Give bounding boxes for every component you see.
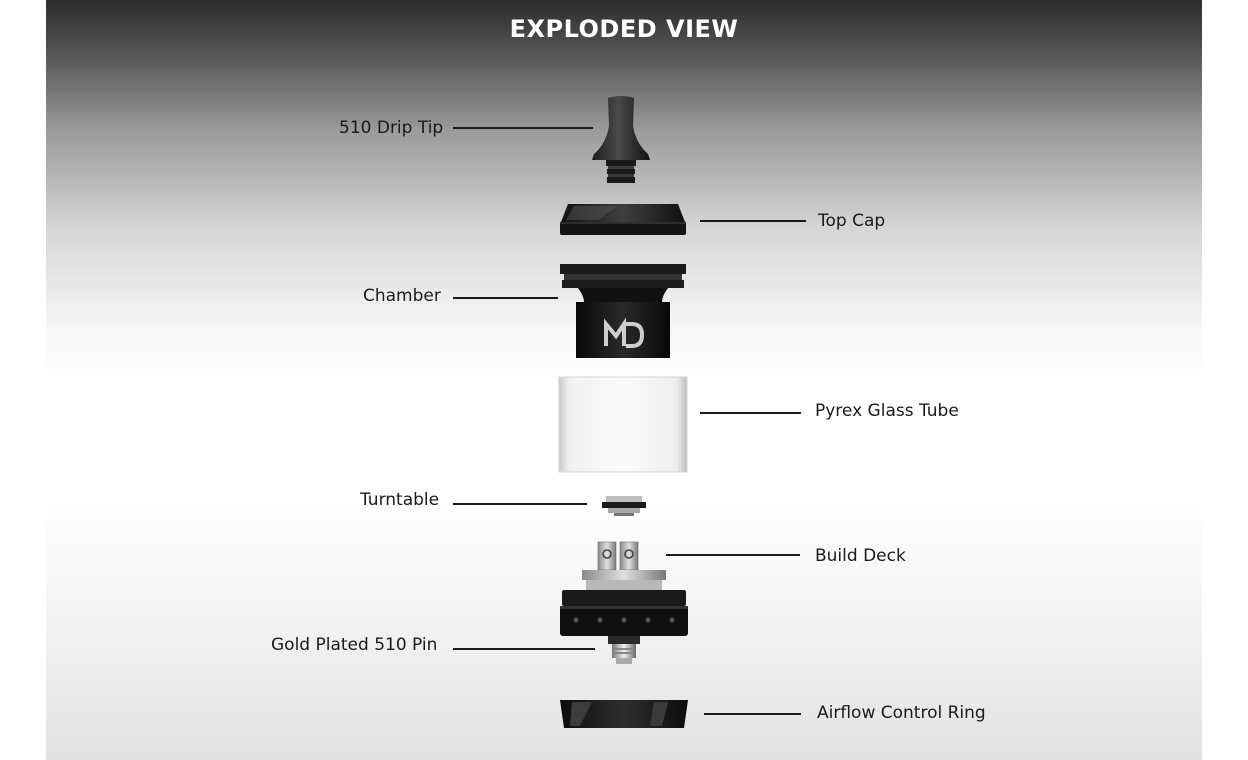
label-airflow-ring: Airflow Control Ring xyxy=(817,703,986,723)
label-chamber: Chamber xyxy=(363,286,441,306)
leader-chamber xyxy=(453,297,558,299)
turntable-illustration xyxy=(600,494,648,518)
exploded-view-diagram: EXPLODED VIEW 510 Drip Tip xyxy=(46,0,1202,760)
label-glass-tube: Pyrex Glass Tube xyxy=(815,401,959,421)
leader-turntable xyxy=(453,503,587,505)
build-deck-illustration xyxy=(558,540,690,668)
leader-airflow-ring xyxy=(704,713,801,715)
md-logo xyxy=(602,318,646,350)
label-top-cap: Top Cap xyxy=(818,211,886,231)
label-drip-tip: 510 Drip Tip xyxy=(339,118,444,138)
leader-drip-tip xyxy=(453,127,593,129)
glass-tube-illustration xyxy=(558,376,688,473)
label-pin: Gold Plated 510 Pin xyxy=(271,635,438,655)
diagram-title: EXPLODED VIEW xyxy=(509,15,739,43)
drip-tip-illustration xyxy=(586,96,656,192)
chamber-illustration xyxy=(558,262,688,360)
leader-glass-tube xyxy=(700,412,801,414)
leader-top-cap xyxy=(700,220,806,222)
top-cap-illustration xyxy=(558,200,688,238)
label-build-deck: Build Deck xyxy=(815,546,906,566)
label-turntable: Turntable xyxy=(360,490,440,510)
leader-pin xyxy=(453,648,595,650)
airflow-ring-illustration xyxy=(558,696,690,732)
leader-build-deck xyxy=(666,554,800,556)
